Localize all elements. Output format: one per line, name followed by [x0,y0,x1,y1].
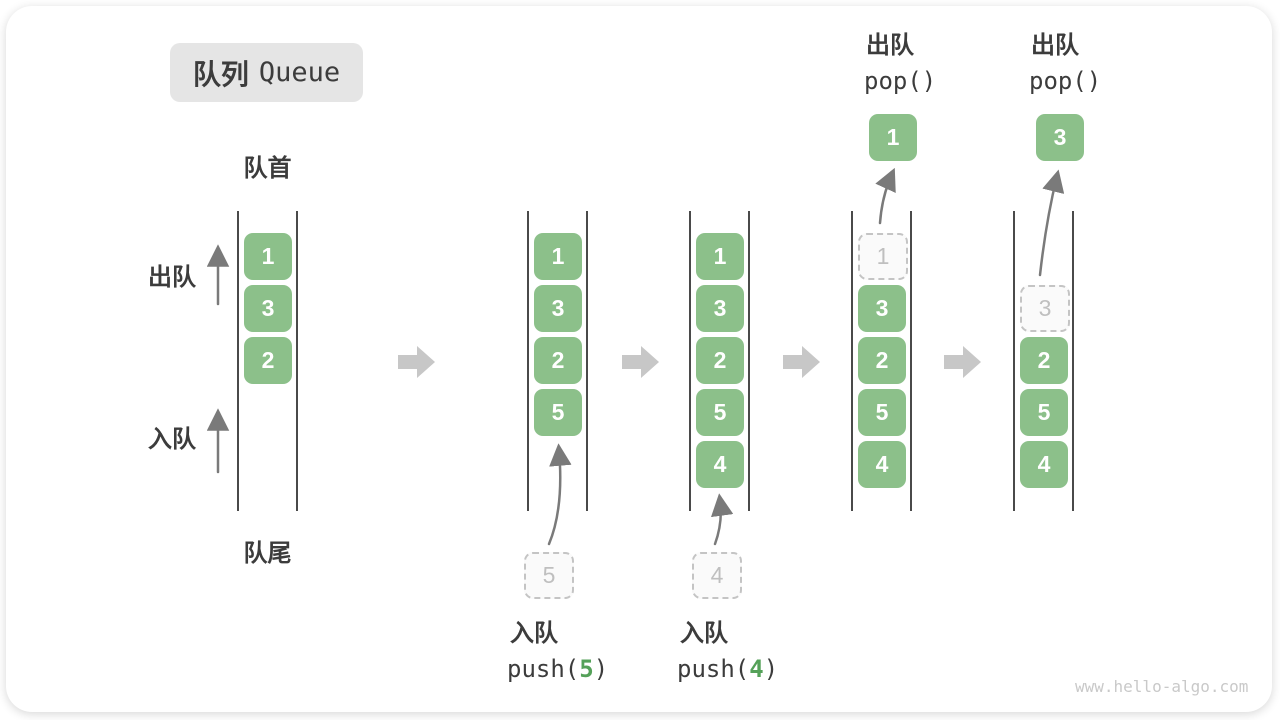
queue-cell: 2 [534,337,582,384]
enqueue-arrow-icon [547,443,572,546]
enqueue-direction-arrow-icon [206,408,230,474]
popped-element: 1 [869,114,917,161]
push4-label: 入队 [680,620,728,647]
code-arg: 5 [579,655,594,683]
queue-container-4 [851,211,912,511]
queue-cell: 4 [696,441,744,488]
push5-label: 入队 [510,620,558,647]
queue-cell: 5 [858,389,906,436]
queue-cell: 3 [244,285,292,332]
dequeue-direction-arrow-icon [206,244,230,306]
code-fn: push( [507,655,580,683]
queue-container-3 [689,211,750,511]
code-fn: push( [677,655,750,683]
queue-cell: 2 [858,337,906,384]
queue-cell: 3 [534,285,582,332]
queue-cell: 3 [696,285,744,332]
incoming-element: 4 [692,552,742,599]
title-en: Queue [258,57,341,88]
popped-slot: 1 [858,233,908,280]
watermark: www.hello-algo.com [1075,677,1249,696]
code-close: ) [763,655,779,683]
queue-cell: 3 [858,285,906,332]
title-box: 队列 Queue [170,43,363,102]
label-queue-rear: 队尾 [243,540,292,567]
dequeue-arrow-icon [875,167,896,225]
label-queue-front: 队首 [243,155,292,182]
queue-cell: 4 [1020,441,1068,488]
pop1-label: 出队 [866,32,914,59]
popped-slot: 3 [1020,285,1070,332]
push4-code: push(4) [677,657,778,681]
code-arg: 4 [749,655,764,683]
dequeue-arrow-icon [1038,169,1065,277]
incoming-element: 5 [524,552,574,599]
code-close: ) [593,655,609,683]
next-state-arrow-icon [622,346,659,378]
queue-cell: 2 [696,337,744,384]
next-state-arrow-icon [944,346,981,378]
queue-cell: 4 [858,441,906,488]
pop1-code: pop() [864,67,937,95]
queue-cell: 1 [696,233,744,280]
label-enqueue: 入队 [148,426,196,453]
queue-container-1 [237,211,298,511]
label-dequeue: 出队 [148,264,196,291]
queue-cell: 5 [534,389,582,436]
enqueue-arrow-icon [710,493,734,546]
queue-cell: 5 [696,389,744,436]
queue-cell: 1 [244,233,292,280]
queue-cell: 1 [534,233,582,280]
queue-cell: 2 [244,337,292,384]
next-state-arrow-icon [398,346,435,378]
pop2-code: pop() [1029,67,1102,95]
queue-cell: 5 [1020,389,1068,436]
title-zh: 队列 [192,58,249,90]
next-state-arrow-icon [783,346,820,378]
pop2-label: 出队 [1031,32,1079,59]
popped-element: 3 [1036,114,1084,161]
queue-cell: 2 [1020,337,1068,384]
push5-code: push(5) [507,657,608,681]
queue-container-5 [1013,211,1074,511]
queue-container-2 [527,211,588,511]
